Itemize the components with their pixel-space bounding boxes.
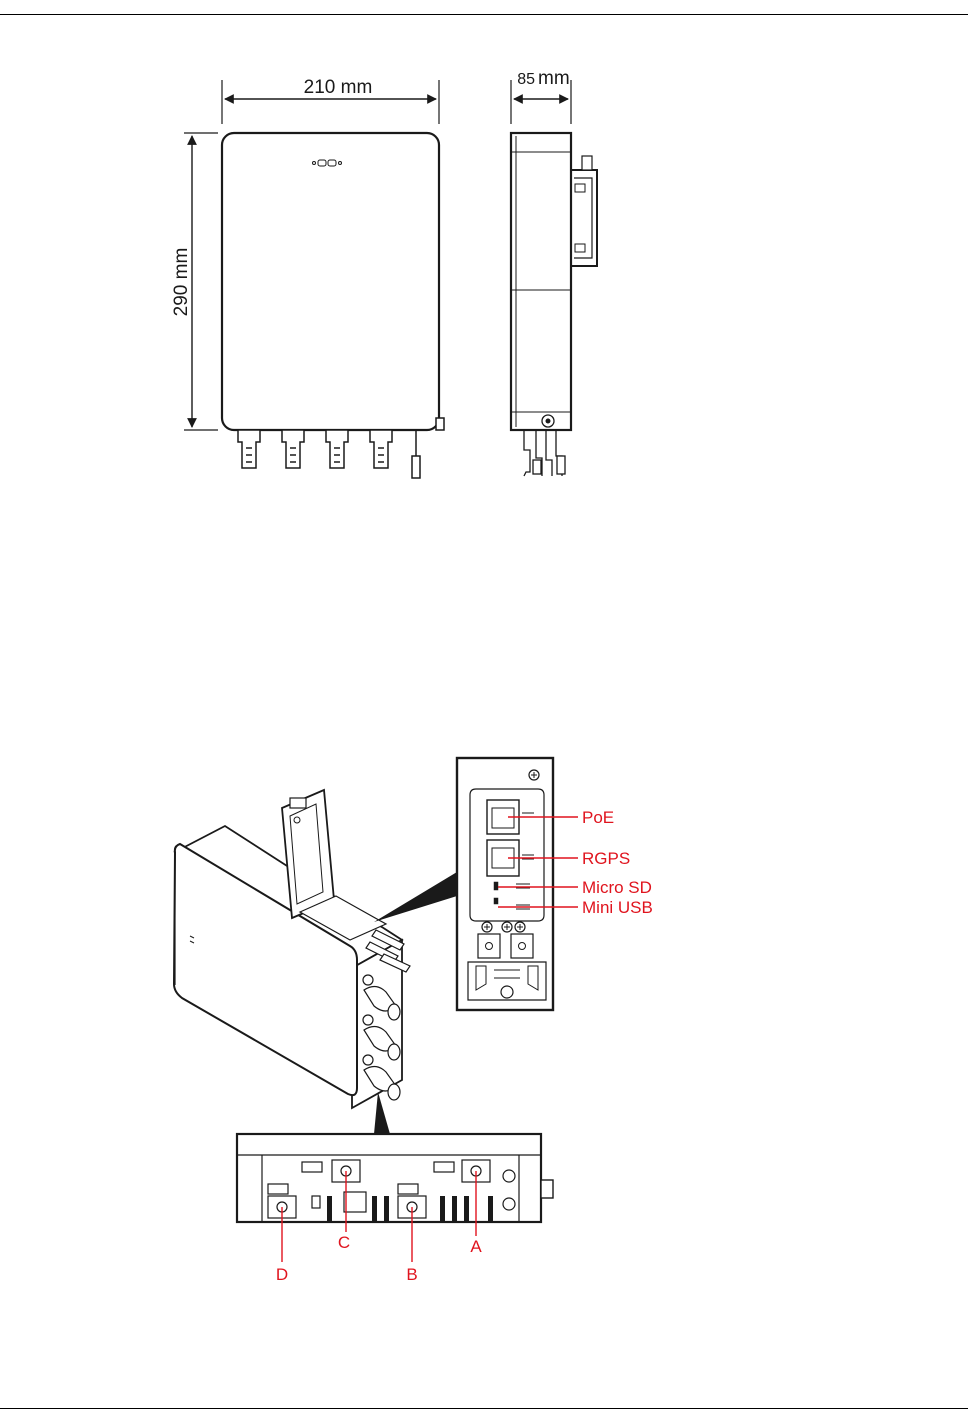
label-c: C bbox=[338, 1233, 350, 1252]
front-view: 210 mm 290 mm bbox=[171, 77, 444, 478]
side-view: 85 mm bbox=[511, 68, 597, 476]
width-dimension: 210 mm bbox=[304, 77, 373, 98]
height-dimension: 290 mm bbox=[171, 248, 192, 317]
isometric-device bbox=[174, 790, 410, 1108]
label-micro-sd: Micro SD bbox=[582, 878, 652, 897]
depth-dimension-unit: mm bbox=[538, 68, 570, 89]
port-detail-panel bbox=[457, 758, 553, 1010]
depth-dimension-value: 85 bbox=[517, 71, 535, 88]
label-poe: PoE bbox=[582, 808, 614, 827]
label-rgps: RGPS bbox=[582, 849, 630, 868]
label-b: B bbox=[406, 1265, 417, 1284]
bottom-pointer bbox=[374, 1092, 390, 1134]
zoom-pointer bbox=[374, 872, 457, 922]
label-d: D bbox=[276, 1265, 288, 1284]
label-a: A bbox=[470, 1237, 482, 1256]
label-mini-usb: Mini USB bbox=[582, 898, 653, 917]
bottom-view bbox=[237, 1134, 553, 1222]
